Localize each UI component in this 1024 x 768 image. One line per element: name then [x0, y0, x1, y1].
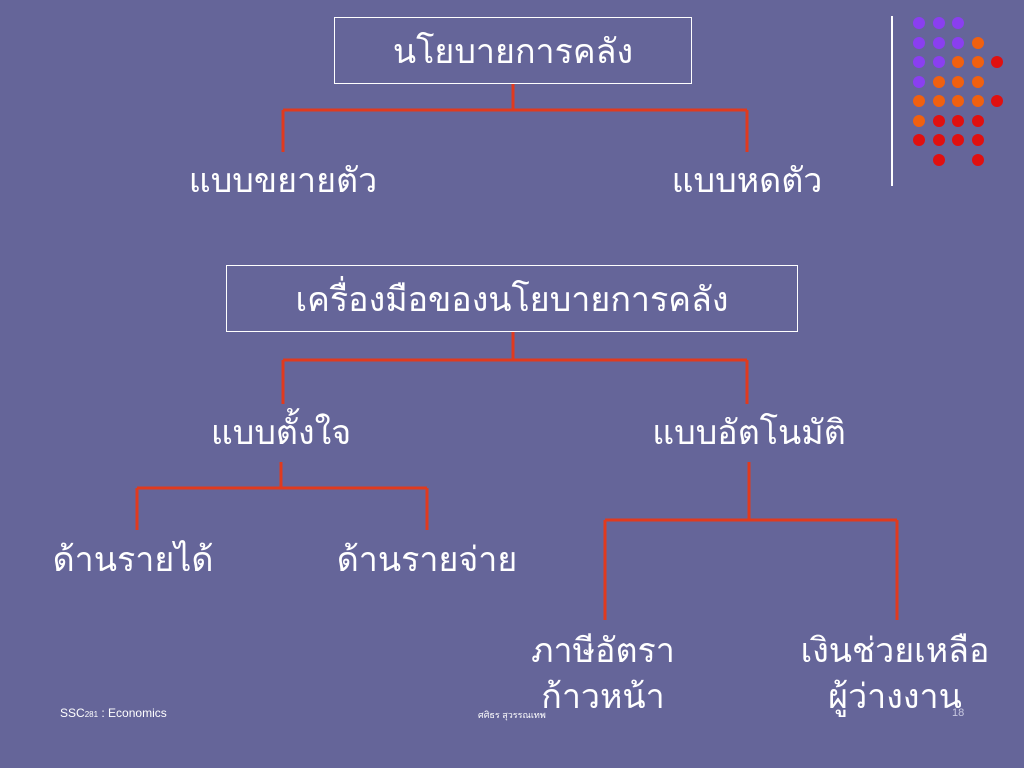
decor-dot [932, 56, 945, 68]
decor-dot [913, 36, 925, 49]
decor-dot [971, 153, 984, 166]
progressive-tax-line2: ก้าวหน้า [541, 677, 665, 717]
decor-dot [952, 75, 964, 88]
connector-discretionary [135, 462, 429, 530]
unemployment-benefit-line2: ผู้ว่างงาน [828, 677, 962, 717]
decor-dot [991, 95, 1003, 107]
decor-dot [932, 36, 945, 49]
decor-dot [913, 95, 925, 107]
connector-tools [281, 332, 749, 404]
decor-dot [932, 17, 945, 29]
decor-dot [971, 36, 984, 49]
decor-dot [952, 95, 964, 107]
decor-dot [952, 134, 964, 146]
contractionary-label: แบบหดตัว [671, 161, 823, 201]
discretionary-label: แบบตั้งใจ [210, 413, 352, 453]
decor-dot [952, 17, 964, 29]
fiscal-policy-title: นโยบายการคลัง [392, 31, 634, 72]
connector-automatic [603, 462, 899, 620]
progressive-tax-label: ภาษีอัตรา ก้าวหน้า [531, 628, 675, 720]
decor-divider [891, 16, 893, 186]
decor-dot [971, 114, 984, 127]
decor-dot [913, 134, 925, 146]
unemployment-benefit-label: เงินช่วยเหลือ ผู้ว่างงาน [801, 628, 990, 720]
fiscal-policy-box: นโยบายการคลัง [334, 17, 692, 84]
footer-course-suffix: : Economics [98, 706, 167, 720]
footer-course: SSC281 : Economics [60, 706, 167, 720]
decor-dot [971, 95, 984, 107]
decor-dot [913, 114, 925, 127]
revenue-side-label: ด้านรายได้ [52, 540, 214, 580]
connector-top [281, 84, 749, 152]
decor-dot [932, 95, 945, 107]
automatic-label: แบบอัตโนมัติ [652, 413, 846, 453]
unemployment-benefit-line1: เงินช่วยเหลือ [800, 631, 990, 671]
decor-dot [971, 134, 984, 146]
footer-author: ศศิธร สุวรรณเทพ [478, 710, 546, 720]
decor-dot [991, 56, 1003, 68]
expenditure-side-label: ด้านรายจ่าย [336, 540, 518, 580]
fiscal-tools-box: เครื่องมือของนโยบายการคลัง [226, 265, 798, 332]
decor-dot [971, 75, 984, 88]
decor-dot [932, 114, 945, 127]
decor-dot [952, 36, 964, 49]
decor-dot [932, 153, 945, 166]
decor-dot [952, 114, 964, 127]
fiscal-tools-title: เครื่องมือของนโยบายการคลัง [295, 279, 729, 320]
decor-dot [913, 56, 925, 68]
decor-dot [971, 56, 984, 68]
decor-dot [932, 134, 945, 146]
expansionary-label: แบบขยายตัว [188, 161, 378, 201]
progressive-tax-line1: ภาษีอัตรา [531, 631, 675, 671]
footer-page-number: 18 [952, 707, 965, 719]
footer-course-prefix: SSC [60, 706, 85, 720]
footer-course-num: 281 [84, 710, 99, 719]
decor-dot [913, 17, 925, 29]
decor-dot [913, 75, 925, 88]
decor-dot [932, 75, 945, 88]
decor-dot [952, 56, 964, 68]
